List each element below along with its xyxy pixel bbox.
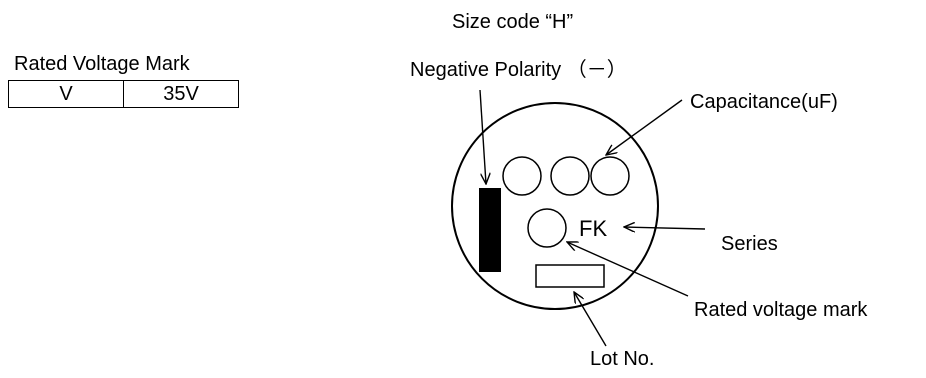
voltage-mark-cell: V — [8, 80, 124, 108]
negative-polarity-arrow — [479, 89, 486, 184]
capacitance-label: Capacitance(uF) — [690, 91, 838, 113]
lot-number-label: Lot No. — [590, 348, 655, 370]
negative-polarity-label: Negative Polarity （－） — [410, 59, 627, 81]
series-label: Series — [721, 233, 778, 255]
capacitance-digit-circle-3 — [590, 156, 630, 196]
rated-voltage-table: V 35V — [8, 80, 239, 108]
voltage-value-cell: 35V — [123, 80, 239, 108]
series-arrow — [624, 227, 706, 229]
table-row: V 35V — [8, 80, 239, 108]
series-code-text: FK — [579, 216, 607, 241]
lot-number-box — [535, 264, 605, 288]
capacitance-digit-circle-2 — [550, 156, 590, 196]
capacitor-body-outline — [451, 102, 659, 310]
lot-number-arrow — [574, 292, 607, 347]
rated-voltage-table-title: Rated Voltage Mark — [14, 53, 190, 75]
rated-voltage-mark-label: Rated voltage mark — [694, 299, 868, 321]
rated-voltage-mark-arrow — [567, 242, 689, 297]
negative-polarity-bar — [479, 188, 501, 272]
capacitance-digit-circle-1 — [502, 156, 542, 196]
rated-voltage-mark-circle — [527, 208, 567, 248]
capacitance-arrow — [606, 99, 683, 155]
size-code-label: Size code “H” — [452, 11, 574, 33]
